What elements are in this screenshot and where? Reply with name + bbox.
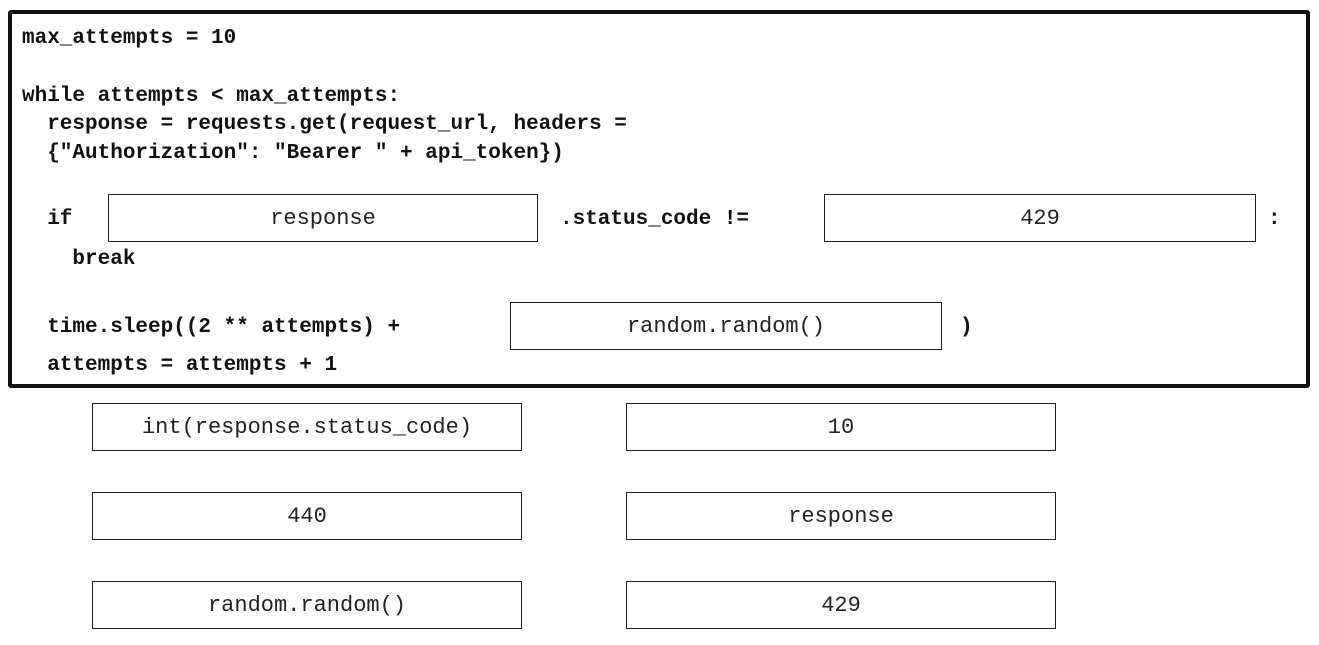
option-429[interactable]: 429 <box>626 581 1056 629</box>
drop-slot-jitter[interactable]: random.random() <box>510 302 942 350</box>
option-int-response-status-code[interactable]: int(response.status_code) <box>92 403 522 451</box>
code-line-colon: : <box>1268 208 1281 231</box>
code-line-max-attempts: max_attempts = 10 <box>22 27 237 50</box>
code-line-break: break <box>22 248 136 271</box>
option-random-random[interactable]: random.random() <box>92 581 522 629</box>
code-line-time-sleep: time.sleep((2 ** attempts) + <box>22 316 401 339</box>
code-line-status-code: .status_code != <box>560 208 750 231</box>
option-440[interactable]: 440 <box>92 492 522 540</box>
code-line-attempts-increment: attempts = attempts + 1 <box>22 354 338 377</box>
code-line-if: if <box>22 208 73 231</box>
option-response[interactable]: response <box>626 492 1056 540</box>
code-line-authorization: {"Authorization": "Bearer " + api_token}… <box>22 142 564 165</box>
drop-slot-response-object[interactable]: response <box>108 194 538 242</box>
code-line-response: response = requests.get(request_url, hea… <box>22 113 627 136</box>
code-panel: max_attempts = 10 while attempts < max_a… <box>8 10 1310 388</box>
drop-slot-status-value[interactable]: 429 <box>824 194 1256 242</box>
option-10[interactable]: 10 <box>626 403 1056 451</box>
code-line-while: while attempts < max_attempts: <box>22 85 401 108</box>
code-line-close-paren: ) <box>960 316 973 339</box>
